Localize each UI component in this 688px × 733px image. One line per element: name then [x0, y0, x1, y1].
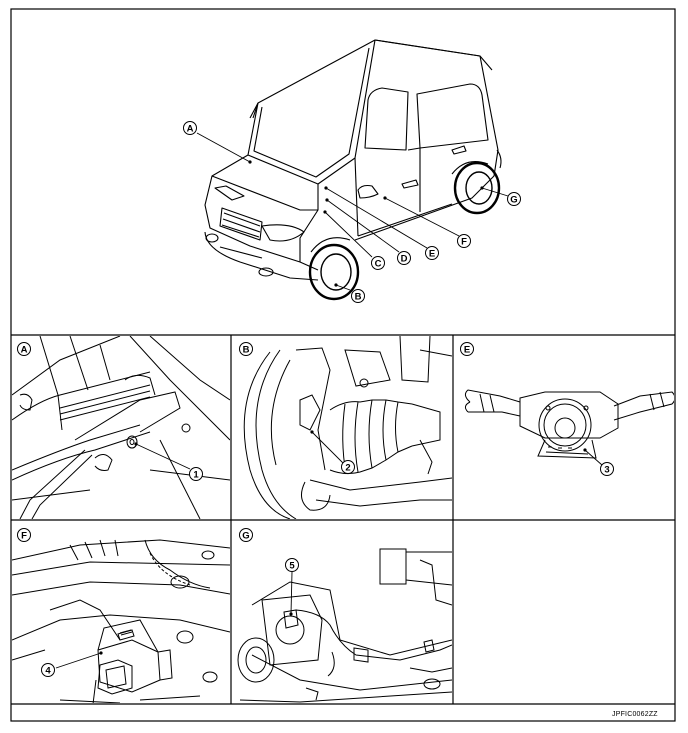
- svg-text:4: 4: [45, 666, 51, 677]
- callout-C: C: [371, 256, 385, 270]
- part-number-5: 5: [285, 558, 299, 572]
- panel-G-letter: G: [239, 528, 253, 542]
- part-number-4: 4: [41, 663, 55, 677]
- panel-A-illustration: [12, 336, 230, 519]
- svg-text:5: 5: [289, 561, 295, 572]
- panel-F-illustration: [12, 539, 230, 703]
- svg-text:G: G: [510, 195, 517, 206]
- svg-text:G: G: [242, 531, 249, 542]
- part-number-2: 2: [341, 460, 355, 474]
- panel-F-leader: [55, 651, 103, 669]
- figure-frame: [10, 8, 676, 722]
- callout-F: F: [457, 234, 471, 248]
- panel-G-leader: [289, 571, 293, 616]
- panel-G-illustration: [237, 548, 452, 703]
- callout-A: A: [183, 121, 197, 135]
- svg-text:D: D: [401, 254, 408, 265]
- svg-text:F: F: [461, 237, 467, 248]
- panel-E-leader: [583, 448, 603, 466]
- callout-B: B: [351, 289, 365, 303]
- svg-text:F: F: [21, 531, 27, 542]
- svg-text:A: A: [21, 345, 28, 356]
- panel-E-illustration: [464, 389, 674, 459]
- svg-text:3: 3: [604, 465, 609, 476]
- svg-text:E: E: [429, 249, 435, 260]
- part-number-1: 1: [189, 467, 203, 481]
- panel-A-leader: [134, 442, 191, 470]
- svg-text:2: 2: [345, 463, 350, 474]
- vehicle-illustration: [204, 39, 502, 301]
- location-dots: [248, 160, 484, 287]
- part-number-3: 3: [600, 462, 614, 476]
- panel-F-letter: F: [17, 528, 31, 542]
- svg-text:B: B: [355, 292, 362, 303]
- callout-G: G: [507, 192, 521, 206]
- svg-text:1: 1: [193, 470, 199, 481]
- panel-E-letter: E: [460, 342, 474, 356]
- overview-leader-lines: [196, 132, 509, 291]
- panel-B-illustration: [243, 336, 452, 519]
- panel-B-letter: B: [239, 342, 253, 356]
- svg-text:E: E: [464, 345, 470, 356]
- callout-D: D: [397, 251, 411, 265]
- svg-text:B: B: [243, 345, 250, 356]
- panel-B-leader: [310, 430, 344, 464]
- svg-text:A: A: [187, 124, 194, 135]
- callout-E: E: [425, 246, 439, 260]
- figure-code: JPFIC0062ZZ: [612, 711, 658, 718]
- panel-A-letter: A: [17, 342, 31, 356]
- svg-text:C: C: [375, 259, 382, 270]
